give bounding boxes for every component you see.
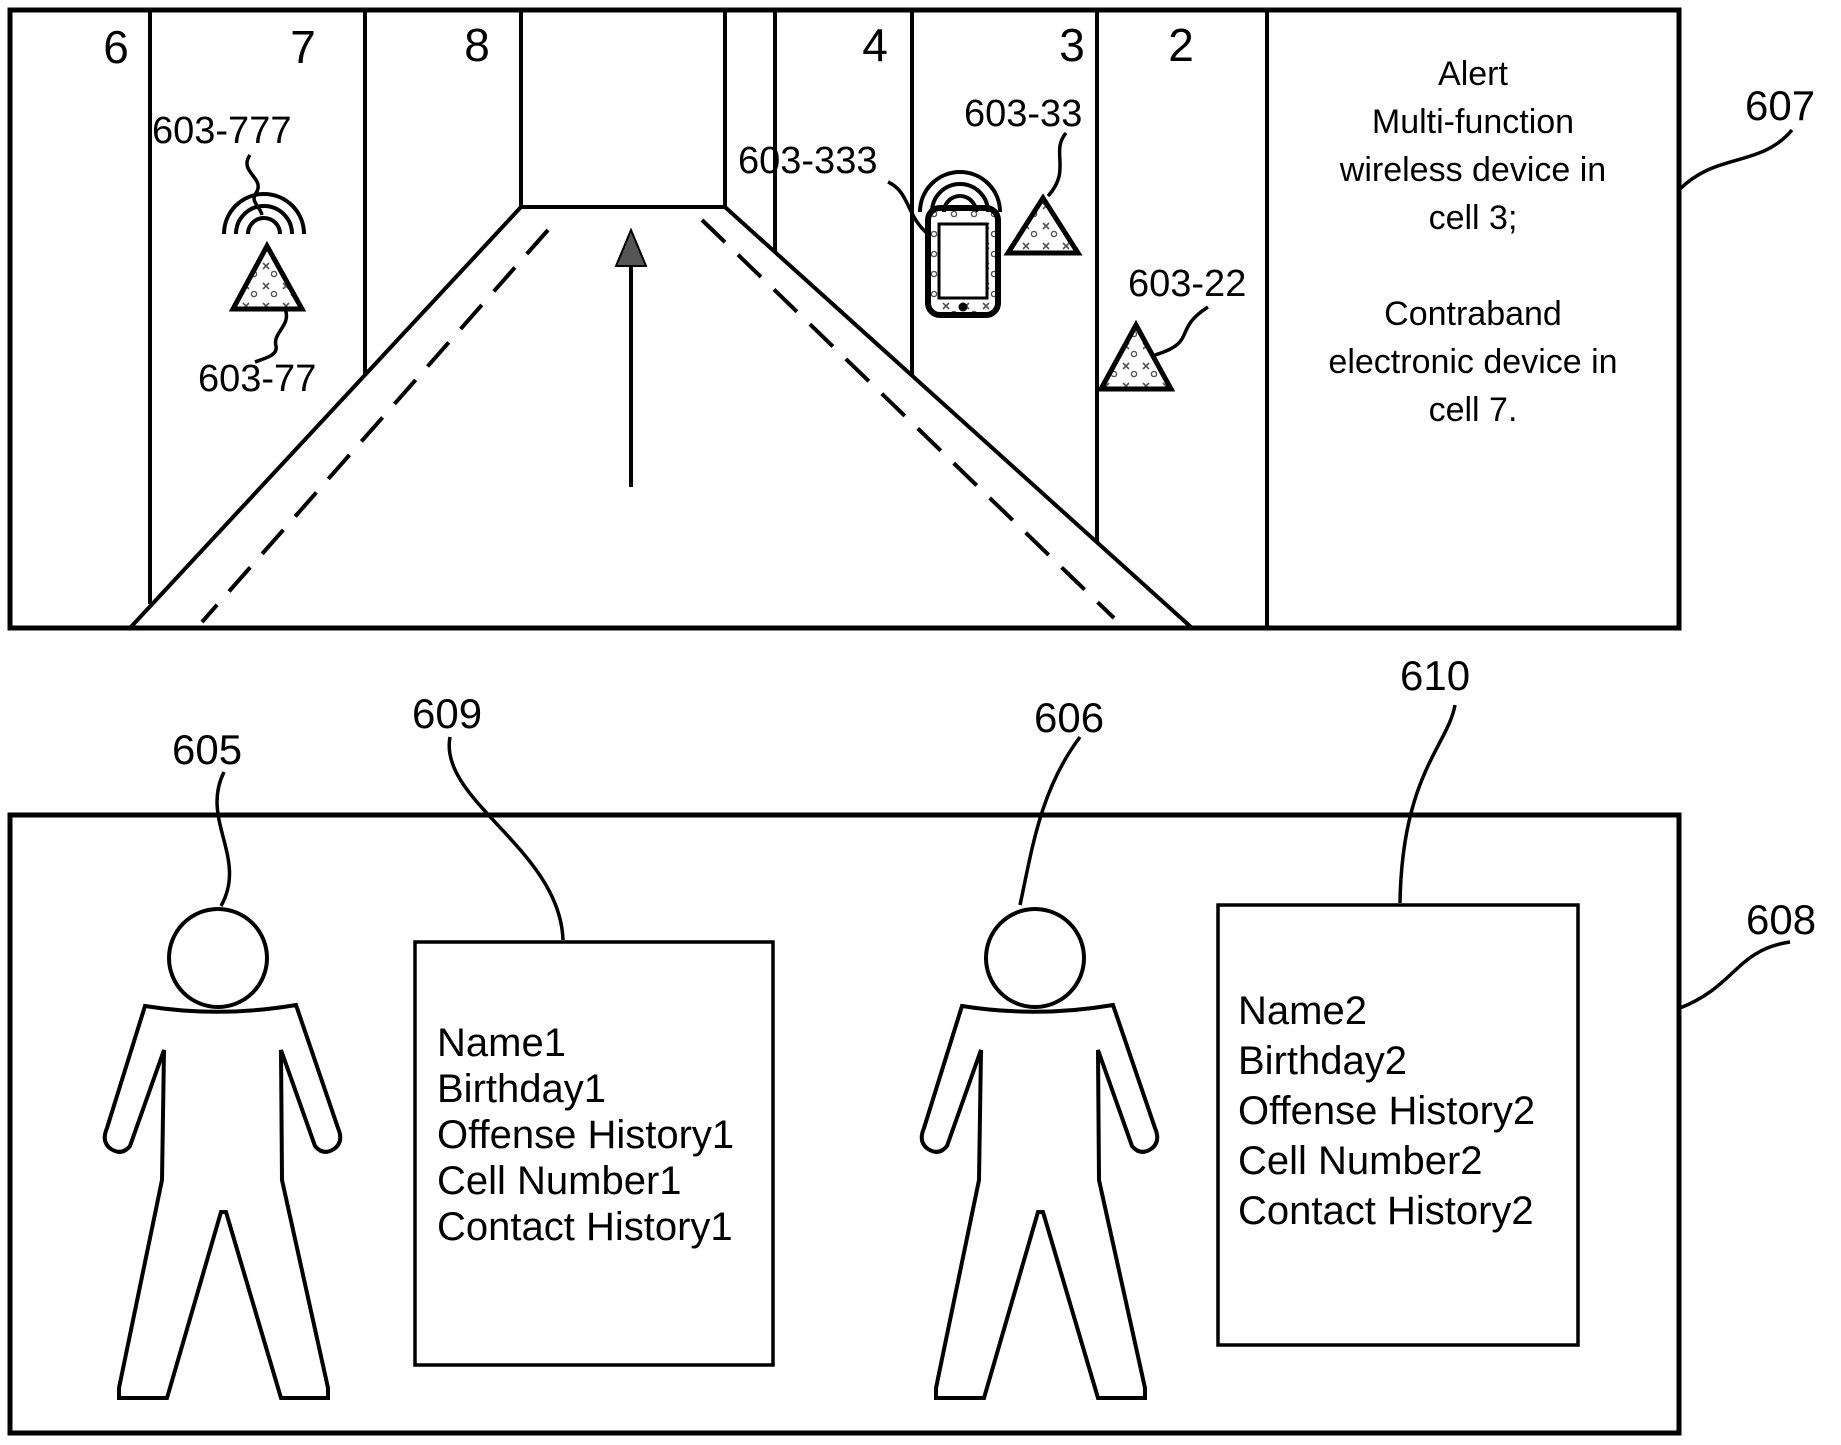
contraband-device-cell3 [1003, 193, 1083, 256]
ref-numeral-609: 609 [412, 690, 483, 737]
person2-figure [919, 907, 1160, 1400]
leader-605 [215, 771, 232, 907]
info-box2-frame [1216, 903, 1580, 1347]
smartphone-screen [937, 222, 989, 300]
inmate1-record-line: Birthday1 [437, 1067, 606, 1111]
ref-label-603-77: 603-77 [198, 358, 317, 400]
leader-603-77 [254, 308, 289, 364]
ref-numeral-606: 606 [1034, 694, 1105, 741]
alert-line: Contraband [1384, 295, 1562, 333]
leader-607 [1677, 128, 1794, 192]
person1-body [102, 1002, 343, 1400]
ref-label-603-33: 603-33 [964, 93, 1083, 135]
leader-610 [1398, 704, 1457, 904]
cell-number-7: 7 [290, 21, 316, 73]
inmate2-record-line: Cell Number2 [1238, 1139, 1483, 1183]
smartphone-home-button [958, 302, 968, 312]
inmate1-record-line: Name1 [437, 1021, 566, 1065]
cell-number-2: 2 [1168, 19, 1194, 71]
corridor-panel-frame [7, 7, 1682, 631]
info-box1-frame [413, 940, 775, 1367]
alert-line: wireless device in [1339, 151, 1607, 189]
corridor-floor-edge-right [723, 205, 1194, 630]
leader-603-33 [1046, 131, 1068, 198]
ref-label-603-777: 603-777 [152, 110, 292, 152]
ref-numeral-607: 607 [1745, 82, 1816, 129]
cell-number-3: 3 [1059, 19, 1085, 71]
alert-line: cell 3; [1428, 199, 1518, 237]
inmate1-record-line: Offense History1 [437, 1113, 735, 1157]
inmate1-record: Name1 Birthday1 Offense History1 Cell Nu… [437, 1020, 734, 1250]
leader-609 [447, 736, 565, 941]
leader-608 [1679, 940, 1791, 1010]
contraband-device-cell7 [228, 240, 307, 312]
leader-606 [1018, 735, 1082, 906]
smartphone-cell3 [925, 205, 1001, 318]
corridor-floor-dashed-right [700, 218, 1116, 620]
ref-numeral-605: 605 [172, 726, 243, 773]
cell-number-4: 4 [862, 19, 888, 71]
ref-label-603-333: 603-333 [738, 140, 878, 182]
leader-603-777 [245, 153, 264, 216]
leader-603-22 [1154, 305, 1209, 357]
ref-numeral-608: 608 [1746, 896, 1817, 943]
ref-numeral-610: 610 [1400, 652, 1471, 699]
corridor-floor-dashed-left [200, 228, 550, 624]
alert-line: Multi-function [1371, 103, 1575, 141]
corridor-arrow-head [614, 227, 648, 267]
inmate2-record-line: Contact History2 [1238, 1189, 1534, 1233]
inmate2-record-line: Name2 [1238, 989, 1367, 1033]
inmate2-record-line: Offense History2 [1238, 1089, 1536, 1133]
inmate2-record: Name2 Birthday2 Offense History2 Cell Nu… [1238, 986, 1535, 1236]
alert-message: Alert Multi-function wireless device in … [1277, 50, 1669, 434]
person1-head [167, 907, 269, 1009]
cell-number-8: 8 [464, 19, 490, 71]
inmate1-record-line: Cell Number1 [437, 1159, 682, 1203]
corridor-floor-edge-left [128, 205, 523, 630]
alert-line: cell 7. [1428, 391, 1518, 429]
person2-head [984, 907, 1086, 1009]
inmate1-record-line: Contact History1 [437, 1205, 733, 1249]
cell-number-6: 6 [103, 21, 129, 73]
person2-body [919, 1002, 1160, 1400]
contraband-device-cell2 [1096, 319, 1176, 392]
inmate2-record-line: Birthday2 [1238, 1039, 1407, 1083]
person1-figure [102, 907, 343, 1400]
alert-line: electronic device in [1328, 343, 1618, 381]
ref-label-603-22: 603-22 [1128, 263, 1247, 305]
alert-line: Alert [1438, 55, 1508, 93]
leader-603-333 [887, 180, 930, 236]
wifi-waves-cell7 [222, 192, 306, 235]
